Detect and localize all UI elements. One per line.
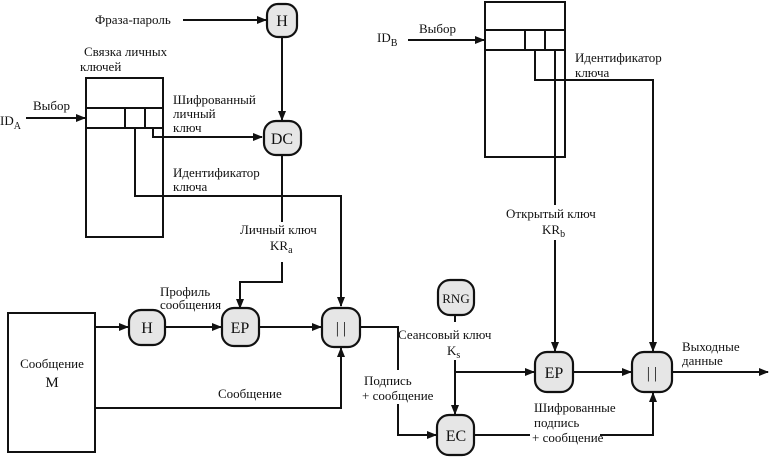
svg-text:Идентификатор: Идентификатор [173,165,260,180]
svg-text:Выходные: Выходные [682,339,740,354]
svg-text:Открытый ключ: Открытый ключ [506,206,596,221]
rng-node: RNG [436,278,476,317]
labels: Фраза-пароль Связка личных ключей IDA Вы… [0,12,740,445]
svg-text:личный: личный [173,106,216,121]
id-b-label: IDB [377,30,398,49]
encrypt-symmetric-node: EC [435,413,476,457]
svg-text:H: H [276,13,288,30]
encrypt-signature-node: EP [220,306,261,348]
svg-text:ключей: ключей [80,59,121,74]
svg-text:RNG: RNG [442,291,469,306]
svg-text:+ сообщение: + сообщение [362,388,434,403]
svg-text:KRb: KRb [542,222,565,240]
svg-text:H: H [141,320,153,337]
svg-text:| |: | | [336,320,346,337]
svg-text:EP: EP [231,320,250,337]
message-box [7,312,96,453]
svg-text:ключ: ключ [173,120,202,135]
svg-text:Профиль: Профиль [160,284,210,299]
svg-text:Связка личных: Связка личных [84,44,168,59]
svg-text:Выбор: Выбор [33,98,70,113]
svg-text:Подпись: Подпись [364,373,412,388]
svg-text:Шифрованные: Шифрованные [534,400,616,415]
hash-passphrase-node: H [265,2,299,39]
svg-text:EC: EC [446,428,466,445]
svg-text:Личный ключ: Личный ключ [240,222,317,237]
svg-text:ключа: ключа [575,65,610,80]
decrypt-node: DC [262,119,303,157]
concat2-node: | | [630,350,674,394]
passphrase-label: Фраза-пароль [95,12,171,27]
svg-text:Сообщение: Сообщение [218,386,282,401]
svg-text:Сеансовый ключ: Сеансовый ключ [398,327,492,342]
private-key-ring [85,77,164,238]
svg-text:+ сообщение: + сообщение [532,430,604,445]
svg-text:Сообщение: Сообщение [20,356,84,371]
svg-text:| |: | | [647,365,657,382]
svg-text:Шифрованный: Шифрованный [173,92,256,107]
svg-text:подпись: подпись [534,415,579,430]
svg-text:KRa: KRa [270,238,293,256]
id-a-label: IDA [0,113,22,132]
connectors [26,16,769,439]
svg-text:ключа: ключа [173,179,208,194]
public-key-ring [484,1,566,158]
concat1-node: | | [320,306,362,349]
svg-text:M: M [45,375,58,391]
svg-text:сообщения: сообщения [160,297,221,312]
svg-text:Идентификатор: Идентификатор [575,50,662,65]
svg-text:DC: DC [271,131,293,148]
svg-text:Выбор: Выбор [419,21,456,36]
svg-text:Ks: Ks [447,343,460,361]
svg-text:данные: данные [682,353,723,368]
encrypt-key-node: EP [533,350,575,394]
svg-text:EP: EP [545,365,564,382]
hash-message-node: H [127,308,167,347]
